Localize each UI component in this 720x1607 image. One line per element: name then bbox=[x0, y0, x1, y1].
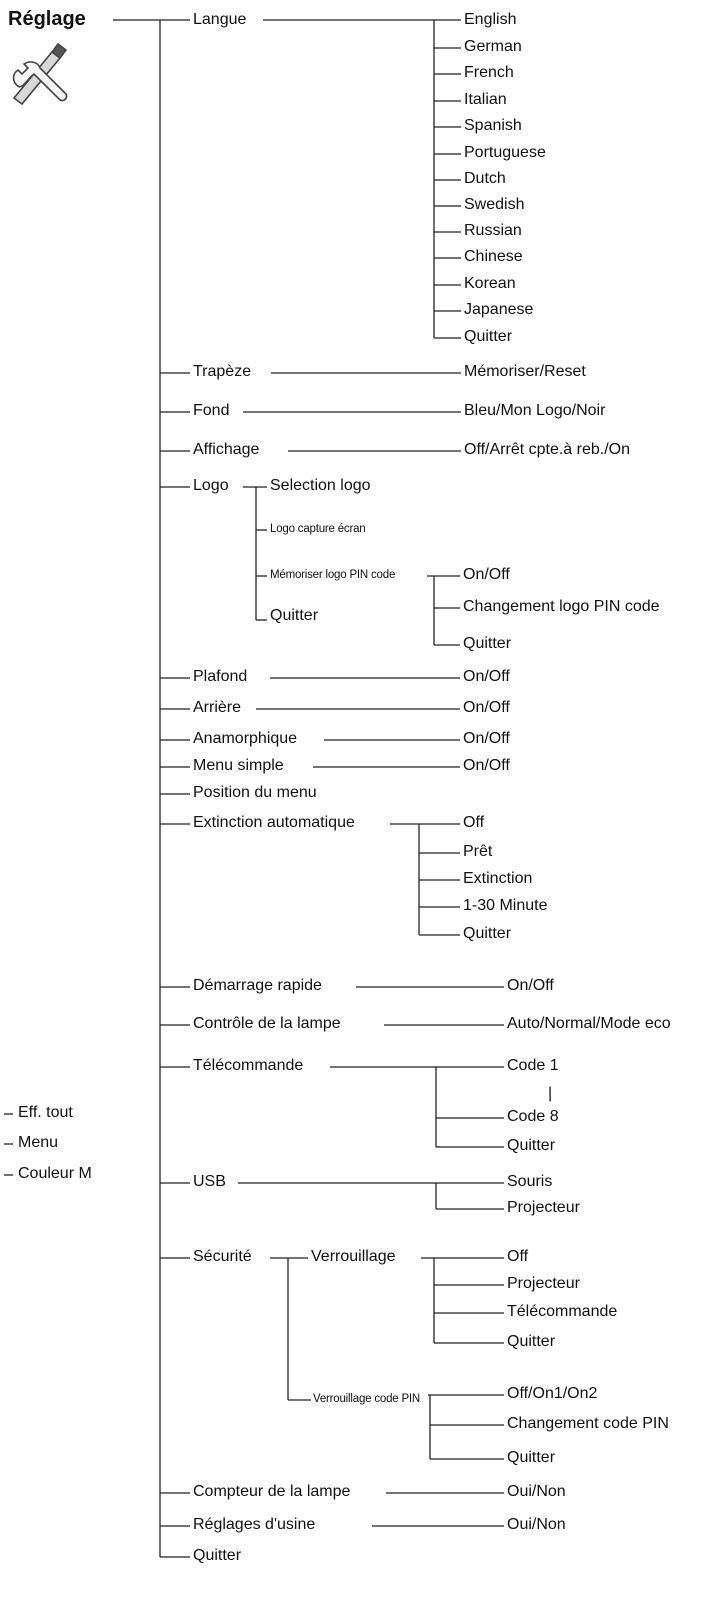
menu-item-langue: Langue bbox=[193, 11, 247, 28]
langue-option: Swedish bbox=[464, 196, 525, 213]
compteur-lampe-value: Oui/Non bbox=[507, 1483, 566, 1500]
logo-capture: Logo capture écran bbox=[270, 523, 366, 535]
menu-item-affichage: Affichage bbox=[193, 441, 260, 458]
langue-option: Dutch bbox=[464, 170, 506, 187]
telecommande-option: Code 8 bbox=[507, 1108, 559, 1125]
controle-lampe-value: Auto/Normal/Mode eco bbox=[507, 1015, 671, 1032]
langue-option: Russian bbox=[464, 222, 522, 239]
menu-item-plafond: Plafond bbox=[193, 668, 248, 685]
fond-value: Bleu/Mon Logo/Noir bbox=[464, 402, 606, 419]
menu-item-compteur-lampe: Compteur de la lampe bbox=[193, 1483, 351, 1500]
logo-quitter: Quitter bbox=[270, 607, 319, 624]
anamorphique-value: On/Off bbox=[463, 730, 510, 747]
menu-item-position-menu: Position du menu bbox=[193, 784, 317, 801]
logo-selection: Selection logo bbox=[270, 477, 371, 494]
extinction-option: Extinction bbox=[463, 870, 533, 887]
menu-item-anamorphique: Anamorphique bbox=[193, 730, 298, 747]
langue-option: French bbox=[464, 64, 514, 81]
menu-item-telecommande: Télécommande bbox=[193, 1057, 304, 1074]
menu-item-controle-lampe: Contrôle de la lampe bbox=[193, 1015, 341, 1032]
code-pin-option: Quitter bbox=[507, 1449, 556, 1466]
langue-option: German bbox=[464, 38, 522, 55]
langue-option: English bbox=[464, 11, 517, 28]
telecommande-option: Quitter bbox=[507, 1137, 556, 1154]
menu-item-usb: USB bbox=[193, 1173, 226, 1190]
menu-item-extinction: Extinction automatique bbox=[193, 814, 355, 831]
code-pin-option: Changement code PIN bbox=[507, 1415, 669, 1432]
verrouillage-option: Quitter bbox=[507, 1333, 556, 1350]
menu-item-logo: Logo bbox=[193, 477, 229, 494]
extinction-option: Prêt bbox=[463, 843, 493, 860]
code-pin-option: Off/On1/On2 bbox=[507, 1385, 598, 1402]
menu-item-securite: Sécurité bbox=[193, 1248, 252, 1265]
reglages-usine-value: Oui/Non bbox=[507, 1516, 566, 1533]
side-item-eff-tout: Eff. tout bbox=[18, 1104, 73, 1121]
menu-item-trapeze: Trapèze bbox=[193, 363, 252, 380]
telecommande-option: Code 1 bbox=[507, 1057, 559, 1074]
menu-item-quitter: Quitter bbox=[193, 1547, 242, 1564]
affichage-value: Off/Arrêt cpte.à reb./On bbox=[464, 441, 630, 458]
logo-memoriser-option: Quitter bbox=[463, 635, 512, 652]
side-item-menu: Menu bbox=[18, 1134, 59, 1151]
langue-option: Italian bbox=[464, 91, 507, 108]
langue-option: Chinese bbox=[464, 248, 523, 265]
langue-option: Korean bbox=[464, 275, 516, 292]
menu-item-menu-simple: Menu simple bbox=[193, 757, 284, 774]
connector-lines bbox=[4, 19, 504, 1558]
langue-option: Portuguese bbox=[464, 144, 546, 161]
wrench-screwdriver-icon bbox=[12, 42, 68, 106]
langue-option: Spanish bbox=[464, 117, 522, 134]
usb-option: Projecteur bbox=[507, 1199, 580, 1216]
usb-option: Souris bbox=[507, 1173, 553, 1190]
arriere-value: On/Off bbox=[463, 699, 510, 716]
extinction-option: Quitter bbox=[463, 925, 512, 942]
verrouillage-option: Projecteur bbox=[507, 1275, 580, 1292]
extinction-option: 1-30 Minute bbox=[463, 897, 548, 914]
verrouillage-option: Off bbox=[507, 1248, 529, 1265]
trapeze-value: Mémoriser/Reset bbox=[464, 363, 586, 380]
langue-option: Quitter bbox=[464, 328, 513, 345]
plafond-value: On/Off bbox=[463, 668, 510, 685]
logo-memoriser: Mémoriser logo PIN code bbox=[270, 569, 396, 581]
menu-item-reglages-usine: Réglages d'usine bbox=[193, 1516, 316, 1533]
logo-memoriser-option: On/Off bbox=[463, 566, 510, 583]
extinction-option: Off bbox=[463, 814, 485, 831]
telecommande-range-mark: | bbox=[548, 1085, 553, 1102]
menu-item-arriere: Arrière bbox=[193, 699, 242, 716]
menu-item-fond: Fond bbox=[193, 402, 230, 419]
side-item-couleur: Couleur M bbox=[18, 1165, 92, 1182]
verrouillage-option: Télécommande bbox=[507, 1303, 618, 1320]
menu-item-demarrage: Démarrage rapide bbox=[193, 977, 322, 994]
logo-memoriser-option: Changement logo PIN code bbox=[463, 598, 660, 615]
demarrage-value: On/Off bbox=[507, 977, 554, 994]
securite-code-pin: Verrouillage code PIN bbox=[313, 1393, 421, 1405]
menu-simple-value: On/Off bbox=[463, 757, 510, 774]
page-title: Réglage bbox=[8, 8, 86, 30]
langue-option: Japanese bbox=[464, 301, 534, 318]
securite-verrouillage: Verrouillage bbox=[311, 1248, 396, 1265]
